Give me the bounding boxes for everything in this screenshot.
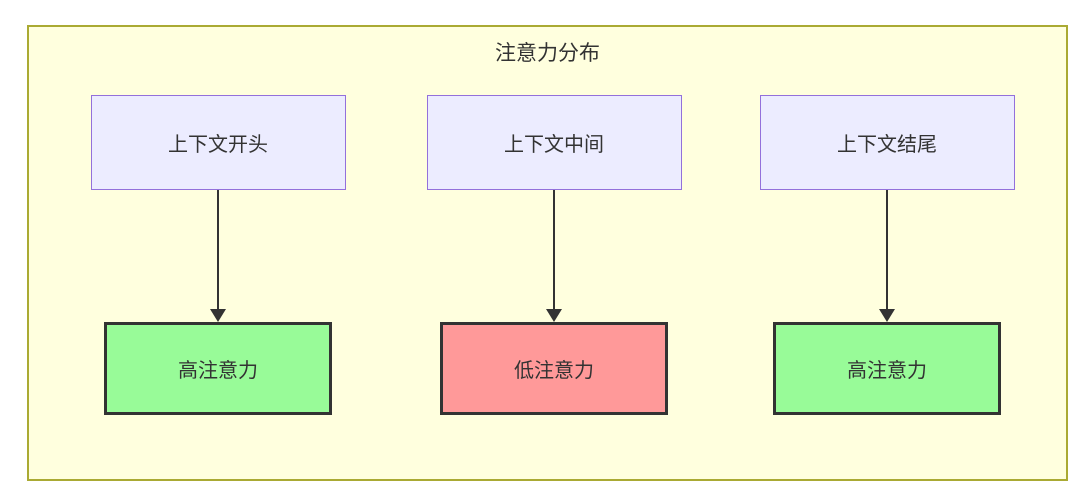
attention-distribution-container: 注意力分布 上下文开头 高注意力 上下文中间 低注意力 上下文结尾 高注意力	[27, 25, 1068, 481]
arrow-head	[210, 309, 226, 322]
column-context-middle: 上下文中间 低注意力	[424, 95, 684, 415]
arrow-line	[553, 190, 555, 309]
arrow-head	[546, 309, 562, 322]
node-context-middle: 上下文中间	[426, 95, 682, 190]
column-context-end: 上下文结尾 高注意力	[757, 95, 1017, 415]
node-high-attention-right: 高注意力	[773, 322, 1001, 415]
arrow-head	[879, 309, 895, 322]
arrow-down-icon	[877, 190, 897, 322]
node-context-end: 上下文结尾	[759, 95, 1015, 190]
arrow-line	[217, 190, 219, 309]
node-low-attention-middle: 低注意力	[440, 322, 668, 415]
node-high-attention-left: 高注意力	[104, 322, 332, 415]
column-context-start: 上下文开头 高注意力	[88, 95, 348, 415]
diagram-title: 注意力分布	[495, 42, 600, 65]
arrow-down-icon	[208, 190, 228, 322]
arrow-line	[886, 190, 888, 309]
arrow-down-icon	[544, 190, 564, 322]
node-context-start: 上下文开头	[90, 95, 346, 190]
